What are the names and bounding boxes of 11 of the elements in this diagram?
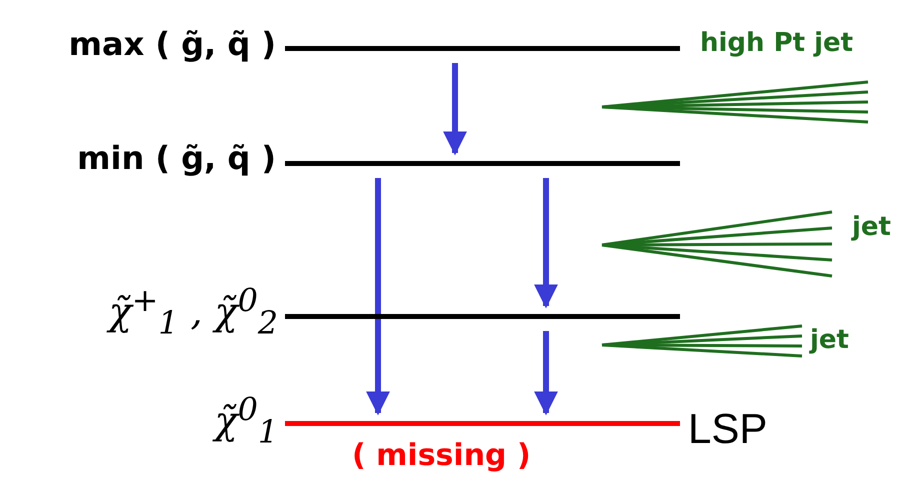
arrow [366,178,390,416]
jet-label: jet [810,327,849,353]
level-label: max ( g̃, q̃ ) [68,28,276,60]
jet-label: jet [852,214,891,240]
arrow [443,63,467,156]
level-label: min ( g̃, q̃ ) [77,142,276,174]
arrow [534,331,558,416]
level-note: ( missing ) [352,441,531,471]
level-name: LSP [688,408,768,450]
jet-label: high Pt jet [700,30,854,56]
arrow [534,178,558,308]
